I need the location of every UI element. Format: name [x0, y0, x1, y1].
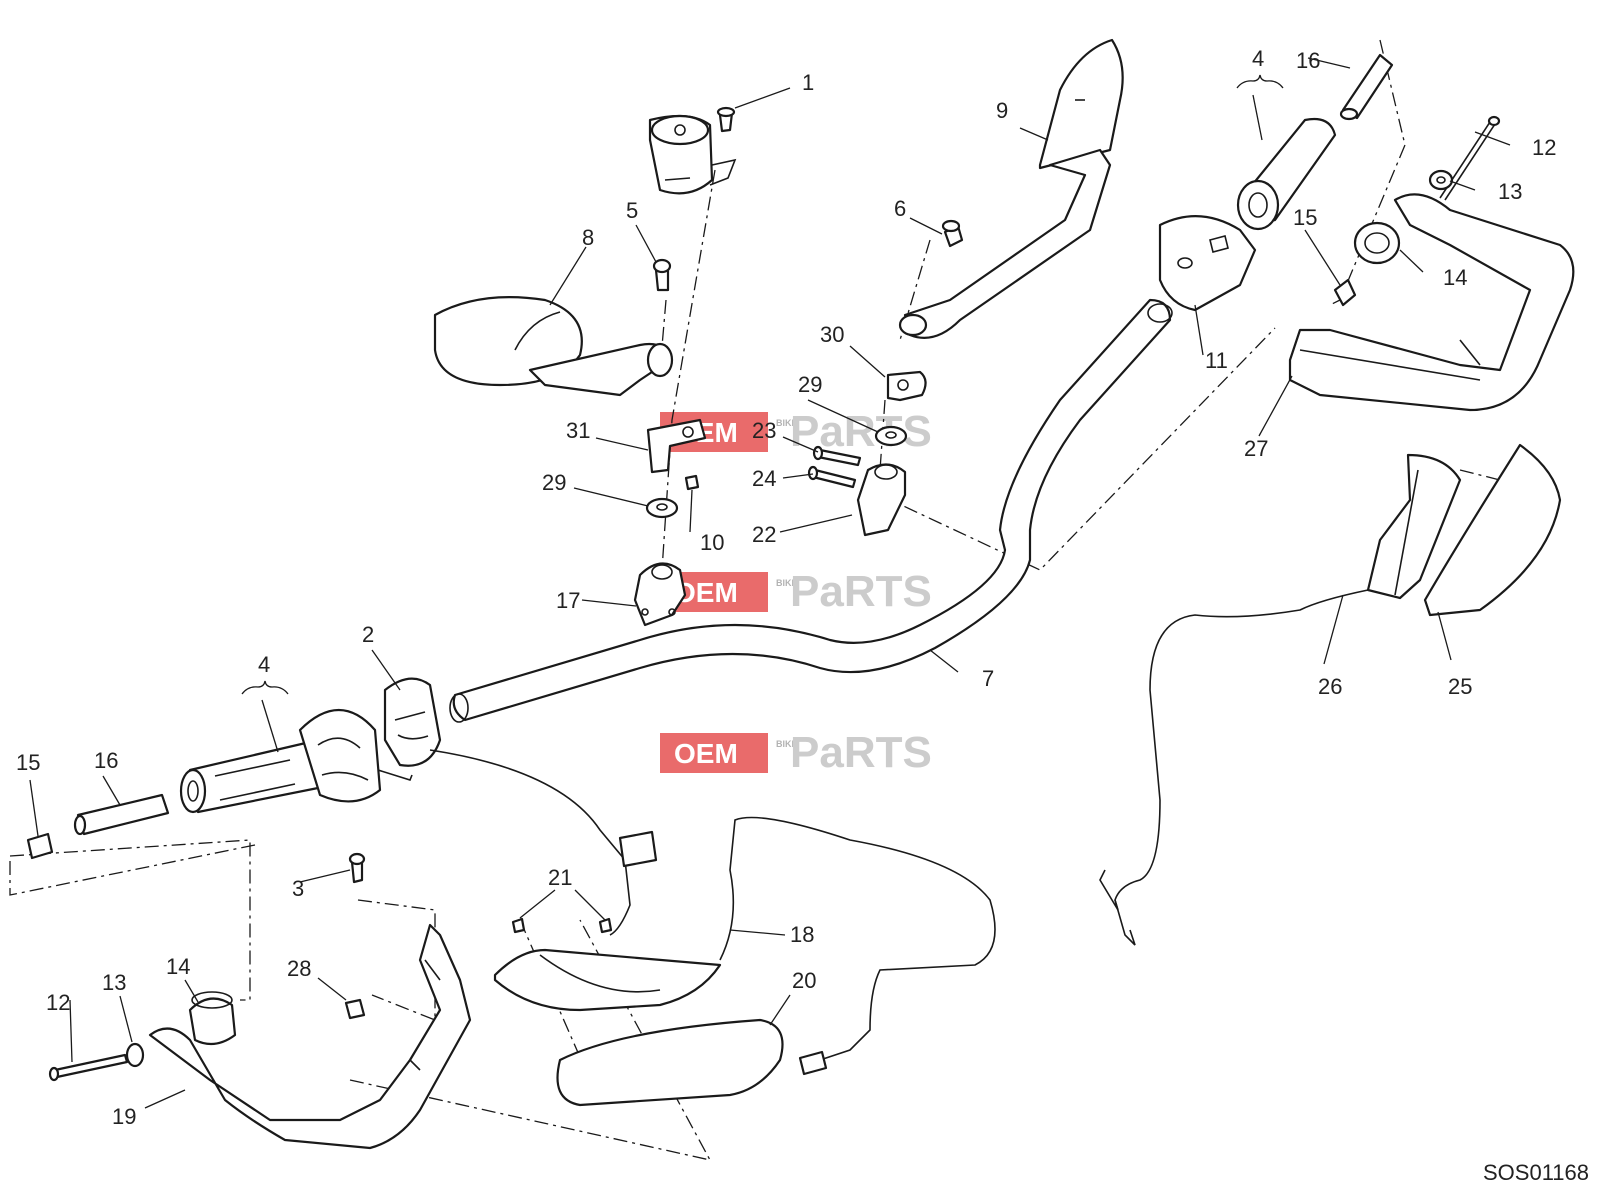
callout-11: 11 [1205, 348, 1228, 373]
nut-28 [344, 998, 366, 1020]
right-deflector [1423, 443, 1562, 617]
callout-5: 5 [626, 198, 638, 223]
watermark-1: OEM BIKE PaRTS [660, 407, 932, 456]
callout-2: 2 [362, 622, 374, 647]
left-hand-guard [148, 923, 472, 1150]
callout-3: 3 [292, 876, 304, 901]
callout-labels: 1 2 3 4 4 5 6 7 8 9 10 11 12 12 13 13 14… [16, 46, 1556, 1129]
right-insert [1333, 278, 1357, 307]
callout-18: 18 [790, 922, 814, 947]
screw-1 [716, 106, 736, 133]
callout-17: 17 [556, 588, 580, 613]
svg-text:BIKE: BIKE [776, 418, 798, 428]
right-switch [1158, 215, 1257, 312]
callout-16-left: 16 [94, 748, 118, 773]
leader-lines [29, 57, 1511, 1109]
callout-31: 31 [566, 418, 590, 443]
left-grip [179, 708, 413, 814]
left-deflector [556, 1018, 784, 1107]
callout-16-right: 16 [1296, 48, 1320, 73]
spacer-13-left [125, 1042, 145, 1068]
right-indicator [1099, 453, 1462, 946]
callout-22: 22 [752, 522, 776, 547]
callout-21: 21 [548, 865, 572, 890]
callout-26: 26 [1318, 674, 1342, 699]
svg-text:PaRTS: PaRTS [790, 407, 932, 456]
spacer-13-right [1428, 169, 1454, 191]
callout-29-right: 29 [798, 372, 822, 397]
callout-1: 1 [802, 70, 814, 95]
svg-text:BIKE: BIKE [776, 739, 798, 749]
watermark-2: OEM BIKE PaRTS [660, 567, 932, 616]
bumper-14-right [1353, 221, 1401, 265]
clamp-22 [856, 463, 907, 537]
callout-28: 28 [287, 956, 311, 981]
callout-15-right: 15 [1293, 205, 1317, 230]
callout-12-right: 12 [1532, 135, 1556, 160]
screw-3 [348, 852, 366, 884]
callout-25: 25 [1448, 674, 1472, 699]
left-bar-weight [73, 793, 170, 836]
right-bar-weight [1339, 53, 1394, 121]
svg-text:PaRTS: PaRTS [790, 728, 932, 777]
svg-text:PaRTS: PaRTS [790, 567, 932, 616]
screw-21-a [511, 917, 526, 934]
screw-24 [807, 465, 857, 489]
callout-4-left: 4 [258, 652, 270, 677]
bracket-30 [886, 370, 927, 402]
svg-text:BIKE: BIKE [776, 578, 798, 588]
brake-reservoir [648, 114, 737, 195]
bracket-31 [646, 418, 707, 474]
right-hand-guard [1288, 193, 1575, 412]
callout-30: 30 [820, 322, 844, 347]
callout-27: 27 [1244, 436, 1268, 461]
screw-5 [652, 258, 672, 292]
washer-29-left [645, 497, 679, 519]
callout-9: 9 [996, 98, 1008, 123]
callout-8: 8 [582, 225, 594, 250]
callout-12-left: 12 [46, 990, 70, 1015]
left-switch [383, 677, 442, 767]
bumper-14-left [188, 991, 237, 1046]
callout-23: 23 [752, 418, 776, 443]
right-mirror [898, 38, 1124, 339]
watermark: OEM BIKE PaRTS OEM BIKE PaRTS OEM BIKE P… [660, 407, 932, 777]
watermark-3: OEM BIKE PaRTS [660, 728, 932, 777]
callout-15-left: 15 [16, 750, 40, 775]
nut-10 [684, 474, 700, 491]
callout-14-left: 14 [166, 954, 190, 979]
callout-13-right: 13 [1498, 179, 1522, 204]
callout-10: 10 [700, 530, 724, 555]
handlebar [452, 298, 1172, 722]
screw-21-b [598, 917, 613, 934]
svg-text:OEM: OEM [674, 738, 738, 769]
callout-14-right: 14 [1443, 265, 1467, 290]
clamp-17 [633, 562, 687, 627]
callout-19: 19 [112, 1104, 136, 1129]
screw-23 [812, 445, 862, 467]
screw-12-left [48, 1053, 129, 1082]
left-mirror [433, 296, 674, 397]
callout-6: 6 [894, 196, 906, 221]
right-grip [1236, 117, 1337, 231]
parts [26, 38, 1575, 1150]
washer-29-right [874, 425, 908, 447]
callout-29-left: 29 [542, 470, 566, 495]
callout-4-right: 4 [1252, 46, 1264, 71]
screw-6 [941, 219, 964, 248]
diagram-code: SOS01168 [1483, 1160, 1589, 1185]
left-insert [26, 832, 54, 860]
left-indicator [429, 749, 996, 1076]
callout-24: 24 [752, 466, 776, 491]
callout-7: 7 [982, 666, 994, 691]
callout-13-left: 13 [102, 970, 126, 995]
callout-20: 20 [792, 968, 816, 993]
